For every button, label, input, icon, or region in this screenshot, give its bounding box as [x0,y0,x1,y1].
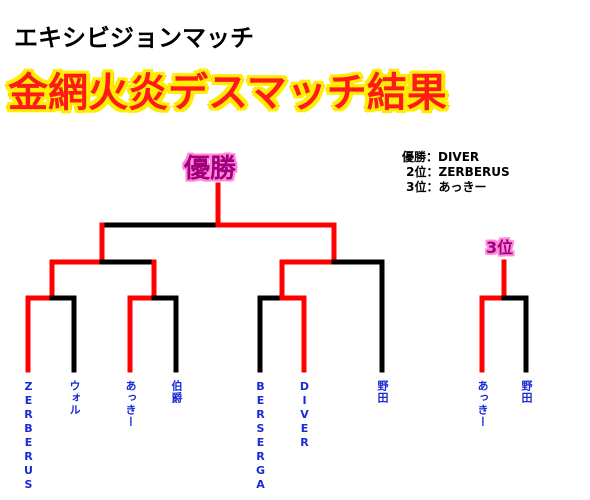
results-summary: 優勝：DIVER 2位：ZERBERUS 3位：あっきー [402,150,510,195]
third-place-label: 3位 [486,238,514,257]
result-first: 優勝：DIVER [402,150,480,164]
result-third: 3位：あっきー [402,180,487,194]
participant-name: あっきー [124,380,137,428]
participant-name: 伯爵 [170,380,183,404]
participant-name: 野田 [376,380,389,404]
page-title: 金網火炎デスマッチ結果 [8,70,447,116]
subtitle: エキシビジョンマッチ [14,24,254,52]
champion-label: 優勝 [184,154,237,184]
participant-name: ZERBERUS [22,380,35,492]
result-second: 2位：ZERBERUS [402,165,510,179]
participant-name: ウォル [68,380,81,416]
participant-name: 野田 [520,380,533,404]
participant-name: DIVER [298,380,311,450]
participant-name: BERSERGA [254,380,267,492]
participant-name: あっきー [476,380,489,428]
